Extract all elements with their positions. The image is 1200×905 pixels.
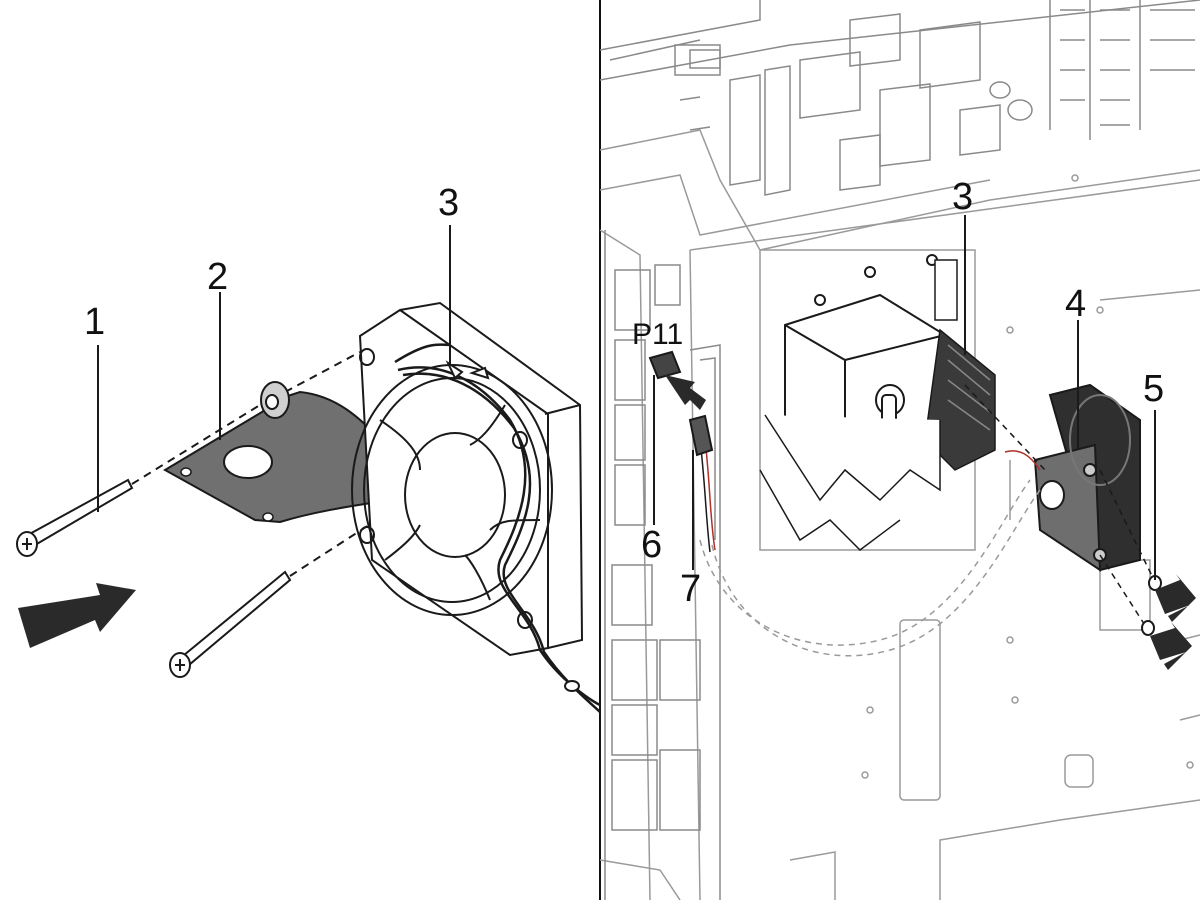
p11-connector <box>648 350 714 457</box>
screw-lower <box>169 570 292 678</box>
alignment-lines-right <box>699 384 1156 657</box>
chassis <box>599 129 1200 901</box>
callout-7: 7 <box>680 568 702 610</box>
callout-3-right: 3 <box>952 176 974 218</box>
callout-p11: P11 <box>632 318 684 351</box>
fan-unit <box>351 301 601 713</box>
top-circuit-board <box>599 0 1200 196</box>
callout-1: 1 <box>84 301 106 343</box>
push-arrow-lower-icon <box>1150 622 1192 670</box>
replacement-fan <box>1033 383 1141 572</box>
callout-4: 4 <box>1065 283 1087 325</box>
callout-5: 5 <box>1143 368 1165 410</box>
terminal-board <box>604 230 721 900</box>
leaders-left <box>97 225 451 512</box>
insert-arrow-icon <box>18 583 136 648</box>
push-arrow-upper-icon <box>1155 574 1196 622</box>
screw-upper <box>16 478 134 557</box>
heatsinks <box>759 259 996 551</box>
callout-3-left: 3 <box>438 182 460 224</box>
screws-right <box>1141 575 1162 636</box>
connector-arrow-icon <box>665 375 706 410</box>
callout-2: 2 <box>207 256 229 298</box>
left-panel <box>16 225 601 713</box>
callout-6: 6 <box>641 524 663 566</box>
right-panel <box>599 0 1200 901</box>
leaders-right <box>653 215 1156 580</box>
